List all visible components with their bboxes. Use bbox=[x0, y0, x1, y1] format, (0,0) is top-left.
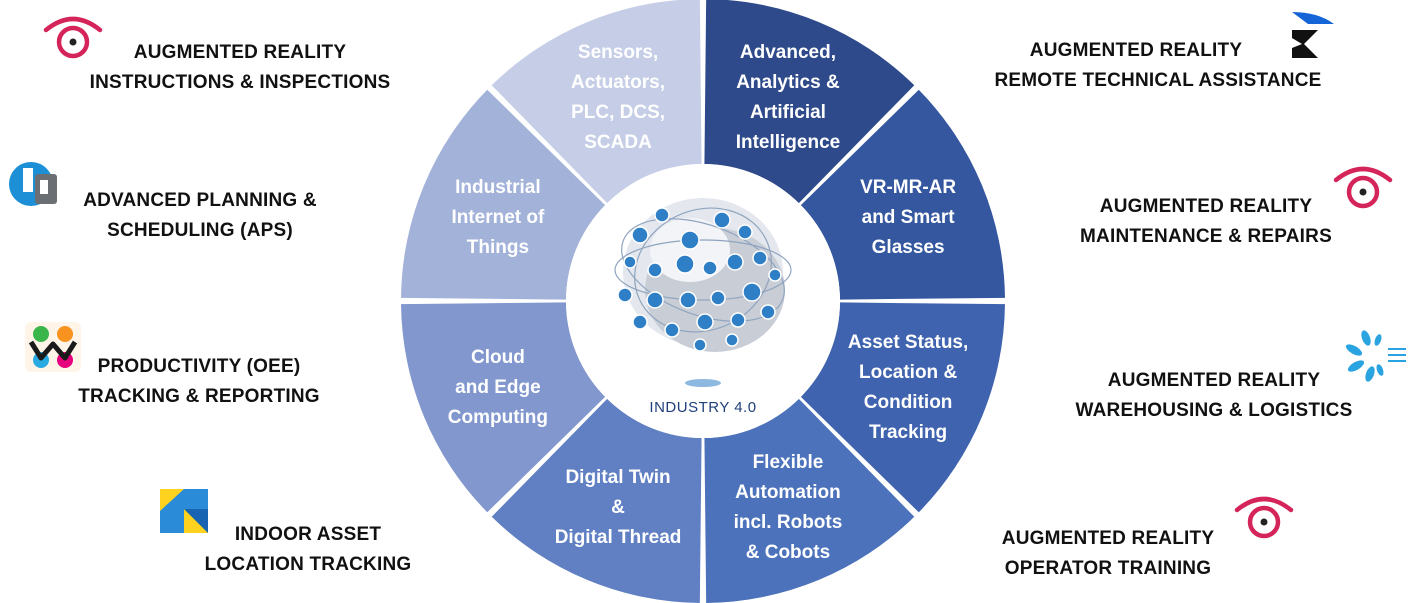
left-item-line-1: INDOOR ASSET bbox=[234, 524, 382, 545]
eye-logo-icon bbox=[43, 16, 103, 59]
segment-label: Digital Twin & Digital Thread bbox=[555, 467, 682, 548]
segment-label-line: and Smart bbox=[862, 207, 956, 228]
planning-logo-icon bbox=[9, 162, 57, 206]
eye-logo-icon bbox=[1333, 166, 1393, 209]
segment-label-line: Artificial bbox=[750, 102, 826, 123]
left-item-line-2: INSTRUCTIONS & INSPECTIONS bbox=[89, 72, 391, 93]
segment-label-line: & Cobots bbox=[746, 542, 830, 563]
segment-label-line: Computing bbox=[448, 407, 548, 428]
left-item-line-1: PRODUCTIVITY (OEE) bbox=[97, 356, 301, 377]
segment-label-line: Asset Status, bbox=[848, 332, 968, 353]
segment-label-line: Digital Twin bbox=[565, 467, 670, 488]
segment-label-line: Intelligence bbox=[736, 132, 841, 153]
wheel-segment bbox=[800, 89, 1005, 300]
right-item-line-1: AUGMENTED REALITY bbox=[1001, 528, 1215, 549]
segment-label-line: PLC, DCS, bbox=[571, 102, 665, 123]
segments bbox=[401, 0, 1005, 603]
segment-label-line: & bbox=[611, 497, 625, 518]
eye-logo-icon bbox=[1234, 496, 1294, 539]
sunburst-logo-icon bbox=[1345, 330, 1406, 382]
wheel-segment bbox=[800, 302, 1005, 513]
segment-label-line: Condition bbox=[864, 392, 953, 413]
wheel-segment bbox=[401, 89, 606, 300]
wheel-segment bbox=[401, 302, 606, 513]
location-logo-icon bbox=[160, 489, 208, 533]
segment-label-line: Digital Thread bbox=[555, 527, 682, 548]
segment-label-line: Tracking bbox=[869, 422, 947, 443]
right-item-line-1: AUGMENTED REALITY bbox=[1099, 196, 1313, 217]
segment-label-line: Flexible bbox=[753, 452, 824, 473]
segment-label-line: incl. Robots bbox=[734, 512, 843, 533]
right-item-line-2: WAREHOUSING & LOGISTICS bbox=[1075, 400, 1353, 421]
segment-label-line: Analytics & bbox=[736, 72, 840, 93]
right-item-line-1: AUGMENTED REALITY bbox=[1029, 40, 1243, 61]
right-item-line-1: AUGMENTED REALITY bbox=[1107, 370, 1321, 391]
center-label: INDUSTRY 4.0 bbox=[649, 399, 756, 416]
left-item-line-2: TRACKING & REPORTING bbox=[78, 386, 320, 407]
segment-label-line: Internet of bbox=[451, 207, 545, 228]
segment-label-line: Sensors, bbox=[578, 42, 658, 63]
segment-label-line: Cloud bbox=[471, 347, 525, 368]
left-item-line-2: SCHEDULING (APS) bbox=[107, 220, 293, 241]
segment-label-line: VR-MR-AR bbox=[860, 177, 956, 198]
segment-label-line: Location & bbox=[859, 362, 957, 383]
segment-label-line: Industrial bbox=[455, 177, 541, 198]
right-item-line-2: REMOTE TECHNICAL ASSISTANCE bbox=[994, 70, 1322, 91]
wheel-segment bbox=[704, 398, 915, 603]
right-item-line-2: MAINTENANCE & REPAIRS bbox=[1080, 226, 1332, 247]
segment-label: Sensors, Actuators, PLC, DCS, SCADA bbox=[571, 42, 665, 153]
left-item-line-2: LOCATION TRACKING bbox=[204, 554, 412, 575]
segment-label-line: Advanced, bbox=[740, 42, 836, 63]
globe-network-icon bbox=[614, 198, 792, 387]
segment-label-line: Automation bbox=[735, 482, 841, 503]
segment-label-line: Glasses bbox=[872, 237, 945, 258]
segment-label-line: Things bbox=[467, 237, 529, 258]
oee-logo-icon bbox=[25, 322, 81, 372]
segment-label-line: and Edge bbox=[455, 377, 541, 398]
wheel-segment bbox=[491, 0, 702, 204]
right-item-line-2: OPERATOR TRAINING bbox=[1004, 558, 1212, 579]
left-item-line-1: ADVANCED PLANNING & bbox=[83, 190, 317, 211]
segment-label-line: SCADA bbox=[584, 132, 652, 153]
wheel-segment bbox=[491, 398, 702, 603]
left-item-line-1: AUGMENTED REALITY bbox=[133, 42, 347, 63]
remote-assist-logo-icon bbox=[1292, 12, 1334, 58]
segment-label-line: Actuators, bbox=[571, 72, 665, 93]
wheel-segment bbox=[704, 0, 915, 204]
